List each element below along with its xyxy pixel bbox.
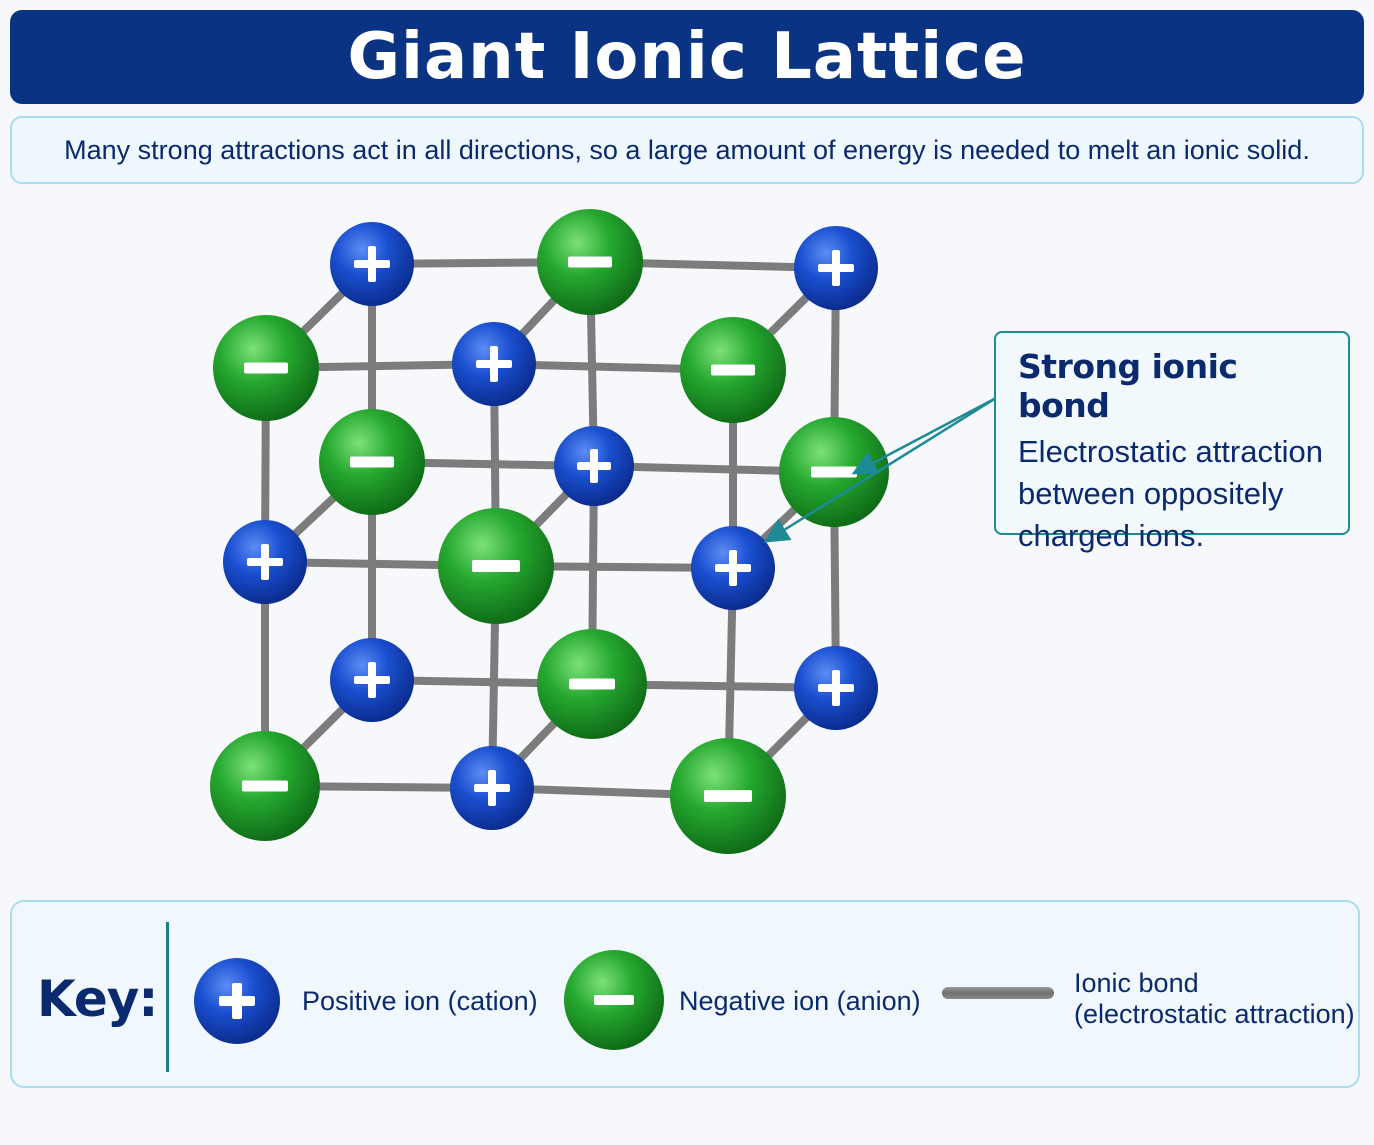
negative-ion <box>319 409 425 515</box>
arrow-to-anion <box>851 396 997 475</box>
callout-arrows <box>763 396 997 543</box>
ionic-bond-label-line2: (electrostatic attraction) <box>1074 999 1355 1029</box>
callout-body: Electrostatic attraction between opposit… <box>1018 434 1323 553</box>
positive-ion <box>794 226 878 310</box>
positive-ion <box>691 526 775 610</box>
ionic-bond-label: Ionic bond (electrostatic attraction) <box>1074 968 1355 1030</box>
positive-ion <box>452 322 536 406</box>
negative-ion <box>438 508 554 624</box>
title-banner: Giant Ionic Lattice <box>10 10 1364 104</box>
arrow-to-bond <box>763 396 997 543</box>
positive-ion <box>330 222 414 306</box>
subtitle-text: Many strong attractions act in all direc… <box>64 134 1310 165</box>
negative-ion <box>680 317 786 423</box>
negative-ion <box>210 731 320 841</box>
positive-ion <box>330 638 414 722</box>
ionic-bond-label-line1: Ionic bond <box>1074 968 1199 998</box>
ionic-bond-icon <box>942 987 1054 999</box>
page-title: Giant Ionic Lattice <box>347 20 1027 94</box>
positive-ion <box>223 520 307 604</box>
positive-ion-icon <box>194 958 280 1044</box>
negative-ion <box>213 315 319 421</box>
key-label: Key: <box>37 970 158 1028</box>
negative-ion-icon <box>564 950 664 1050</box>
key-divider <box>166 922 169 1072</box>
negative-ion <box>670 738 786 854</box>
positive-ion-label: Positive ion (cation) <box>302 986 538 1016</box>
subtitle-box: Many strong attractions act in all direc… <box>10 116 1364 184</box>
positive-ion <box>450 746 534 830</box>
positive-ion <box>554 426 634 506</box>
positive-ion <box>794 646 878 730</box>
negative-ion <box>537 209 643 315</box>
key-panel: Key: Positive ion (cation) Negative ion … <box>10 900 1360 1088</box>
negative-ion <box>537 629 647 739</box>
callout-title: Strong ionic bond <box>1018 347 1238 425</box>
negative-ion-label: Negative ion (anion) <box>679 986 921 1016</box>
ion-layer <box>210 209 889 854</box>
negative-ion <box>779 417 889 527</box>
ionic-bond-callout: Strong ionic bond Electrostatic attracti… <box>994 331 1350 553</box>
